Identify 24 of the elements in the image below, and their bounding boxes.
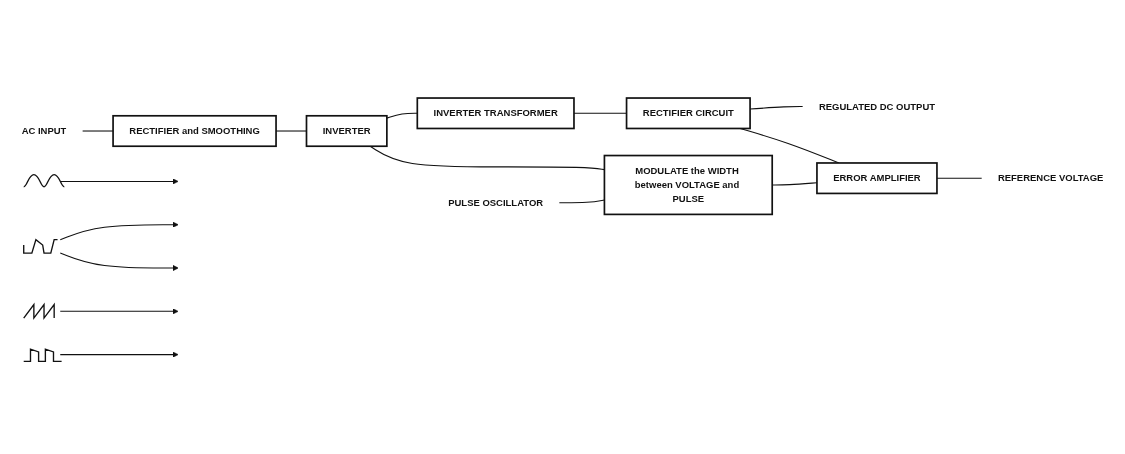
block-box: RECTIFIER and SMOOTHING — [112, 114, 277, 148]
block-box: INVERTER TRANSFORMER — [416, 97, 575, 130]
connector-line — [386, 112, 418, 119]
block-box: INVERTER — [305, 114, 388, 148]
block-box: RECTIFIER CIRCUIT — [625, 97, 751, 130]
arrow — [59, 308, 179, 315]
waveform-icon — [23, 238, 59, 254]
terminal-label: REFERENCE VOLTAGE — [997, 172, 1104, 184]
waveform-icon — [23, 302, 55, 321]
connector-line — [936, 177, 983, 179]
terminal-label: REGULATED DC OUTPUT — [818, 100, 935, 112]
connector-line — [369, 145, 605, 171]
block-box: ERROR AMPLIFIER — [816, 162, 938, 195]
waveform-icon — [23, 348, 63, 363]
arrow — [59, 178, 179, 185]
terminal-label: PULSE OSCILLATOR — [448, 197, 544, 208]
block-box: MODULATE the WIDTH between VOLTAGE and PULSE — [603, 154, 774, 216]
connector-line — [82, 130, 114, 132]
waveform-icon — [23, 173, 65, 188]
terminal-label: AC INPUT — [21, 125, 67, 137]
connector-line — [558, 199, 605, 204]
arrow — [59, 252, 179, 271]
arrow — [59, 351, 179, 358]
arrow — [59, 221, 179, 241]
